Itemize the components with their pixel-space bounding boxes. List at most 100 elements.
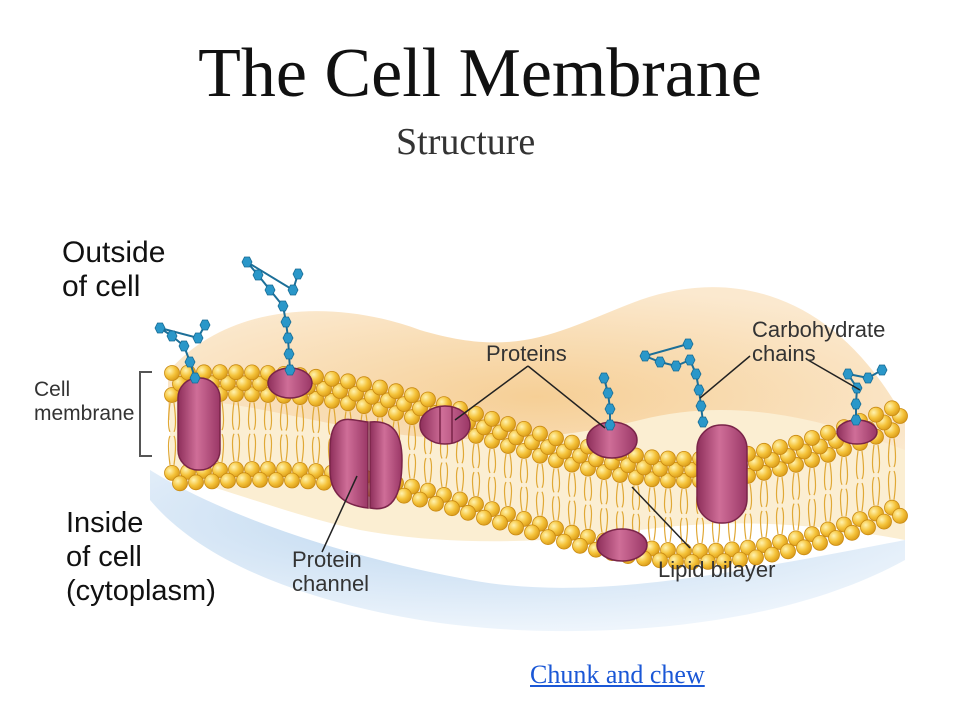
- sugar-bead: [184, 356, 196, 368]
- carbohydrate-chain: [598, 372, 616, 431]
- lipid-head: [660, 472, 676, 489]
- lipid-head: [796, 539, 812, 556]
- outside-label: Outside of cell: [62, 236, 165, 304]
- lipid-head: [788, 434, 804, 451]
- sugar-bead: [252, 269, 264, 281]
- lipid-tail: [551, 468, 561, 521]
- lipid-head: [212, 364, 228, 381]
- lipid-head: [700, 554, 716, 570]
- lipid-head: [556, 533, 572, 550]
- lipid-head: [500, 416, 516, 432]
- lipid-head: [460, 504, 476, 521]
- sugar-bead: [280, 316, 292, 328]
- lipid-head: [356, 376, 372, 393]
- outside-label-line1: Outside: [62, 236, 166, 269]
- sugar-bead: [282, 332, 294, 344]
- lipid-head: [708, 542, 724, 559]
- lipid-head: [508, 519, 524, 536]
- lipid-head: [204, 473, 220, 490]
- lipid-head: [260, 460, 276, 477]
- lipid-tail: [615, 482, 625, 536]
- sugar-bead: [287, 284, 299, 296]
- inside-label-line1: Inside: [66, 507, 144, 539]
- lipid-head: [732, 551, 748, 568]
- lipid-head: [276, 461, 292, 478]
- sugar-bead: [604, 419, 616, 431]
- protein-peripheral-1: [419, 405, 471, 445]
- sugar-bead: [690, 368, 702, 380]
- protein-channel-label-line1: Protein: [292, 547, 362, 572]
- inside-label: Inside of cell (cytoplasm): [66, 506, 216, 608]
- lipid-head: [220, 375, 236, 392]
- lipid-tail: [535, 463, 545, 516]
- lipid-tail: [519, 458, 529, 512]
- lipid-tail: [567, 472, 577, 525]
- lipid-head: [652, 552, 668, 569]
- carbohydrate-chain: [241, 256, 304, 376]
- lipid-head: [668, 461, 684, 478]
- slide-title: The Cell Membrane: [198, 35, 762, 112]
- lipid-bilayer-label: Lipid bilayer: [658, 557, 776, 582]
- lipid-head: [444, 500, 460, 517]
- lipid-tail: [823, 462, 833, 522]
- chunk-and-chew-link[interactable]: Chunk and chew: [530, 660, 705, 689]
- lipid-tail: [647, 487, 657, 541]
- sugar-bead: [178, 340, 190, 352]
- cytoplasm-wash: [150, 470, 905, 632]
- lipid-head: [244, 461, 260, 477]
- lipid-head: [316, 474, 332, 491]
- sugar-bead: [697, 416, 709, 428]
- lipid-head: [524, 524, 540, 541]
- lipid-head: [644, 449, 660, 466]
- lipid-tail: [439, 434, 449, 488]
- lipid-head: [812, 535, 828, 551]
- lipid-head: [676, 542, 692, 559]
- lipid-head: [340, 373, 356, 390]
- lipid-tail: [775, 477, 785, 535]
- lipid-head: [716, 553, 732, 569]
- carbohydrate-chain: [154, 319, 211, 384]
- lipid-tail: [663, 488, 673, 543]
- sugar-bead: [850, 414, 862, 426]
- lipid-head: [484, 410, 500, 427]
- sugar-bead: [154, 322, 166, 334]
- lipid-head: [428, 495, 444, 512]
- lipid-head: [236, 472, 252, 489]
- lipid-head: [540, 529, 556, 545]
- sugar-bead: [292, 268, 304, 280]
- carbohydrate-label-line2: chains: [752, 341, 816, 366]
- lipid-head: [652, 461, 668, 477]
- sugar-bead: [189, 372, 201, 384]
- inside-label-line2: of cell: [66, 541, 142, 573]
- lipid-head: [212, 462, 228, 478]
- lipid-tail: [295, 405, 305, 462]
- cell-membrane-label-line1: Cell: [34, 378, 71, 401]
- carbohydrate-label: Carbohydrate chains: [752, 318, 885, 366]
- lipid-head: [292, 461, 308, 478]
- lipid-tail: [887, 438, 897, 500]
- inside-label-line3: (cytoplasm): [66, 575, 216, 607]
- lipid-tail: [855, 450, 865, 512]
- lipid-head: [244, 386, 260, 403]
- lipid-head: [252, 471, 268, 488]
- lipid-head: [236, 375, 252, 392]
- membrane-bracket: [139, 371, 152, 457]
- carbohydrate-label-line1: Carbohydrate: [752, 317, 886, 342]
- sugar-bead: [192, 332, 204, 344]
- lipid-tail: [791, 472, 801, 531]
- lipid-head: [372, 379, 388, 396]
- lipid-tail: [471, 443, 481, 497]
- sugar-bead: [639, 350, 651, 362]
- lipid-tail: [263, 402, 273, 462]
- sugar-bead: [850, 398, 862, 410]
- lipid-tail: [167, 402, 177, 465]
- lipid-head: [404, 387, 420, 404]
- lipid-tail: [247, 402, 257, 462]
- sugar-bead: [876, 364, 888, 376]
- lipid-head: [228, 461, 244, 478]
- carbohydrate-chains: [154, 256, 888, 431]
- sugar-bead: [602, 387, 614, 399]
- sugar-bead: [693, 384, 705, 396]
- lipid-tail: [839, 456, 849, 517]
- lipid-head: [676, 472, 692, 489]
